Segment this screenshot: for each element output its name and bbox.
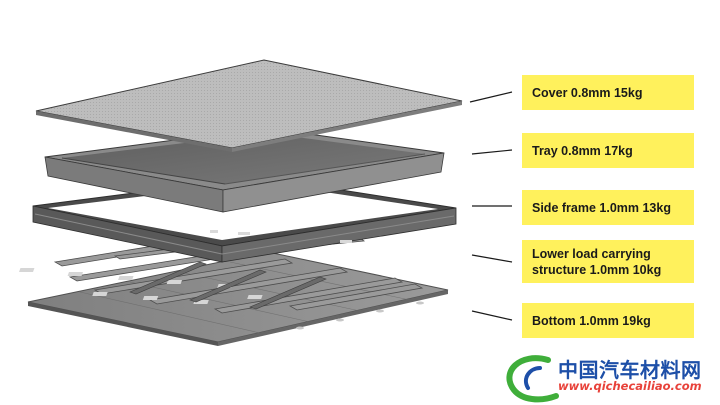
layer-label-text: Side frame 1.0mm 13kg xyxy=(532,200,671,215)
watermark: 中国汽车材料网 www.qichecailiao.com xyxy=(508,348,708,400)
watermark-logo-icon xyxy=(506,355,559,403)
watermark-title: 中国汽车材料网 xyxy=(558,358,702,382)
tray xyxy=(44,127,445,213)
layer-label-bottom: Bottom 1.0mm 19kg xyxy=(522,303,694,338)
watermark-url: www.qichecailiao.com xyxy=(558,379,702,393)
lower-load-structure xyxy=(19,235,424,314)
leader-lines xyxy=(469,91,513,321)
layer-label-lower-structure: Lower load carrying structure 1.0mm 10kg xyxy=(522,240,694,283)
layer-label-text: Bottom 1.0mm 19kg xyxy=(532,313,651,328)
cover xyxy=(35,59,463,152)
bottom-plate xyxy=(27,251,449,346)
layer-label-side-frame: Side frame 1.0mm 13kg xyxy=(522,190,694,225)
layer-label-cover: Cover 0.8mm 15kg xyxy=(522,75,694,110)
layer-label-tray: Tray 0.8mm 17kg xyxy=(522,133,694,168)
layer-label-text: Lower load carrying structure 1.0mm 10kg xyxy=(532,246,662,277)
layer-label-text: Tray 0.8mm 17kg xyxy=(532,143,633,158)
layer-label-text: Cover 0.8mm 15kg xyxy=(532,85,643,100)
